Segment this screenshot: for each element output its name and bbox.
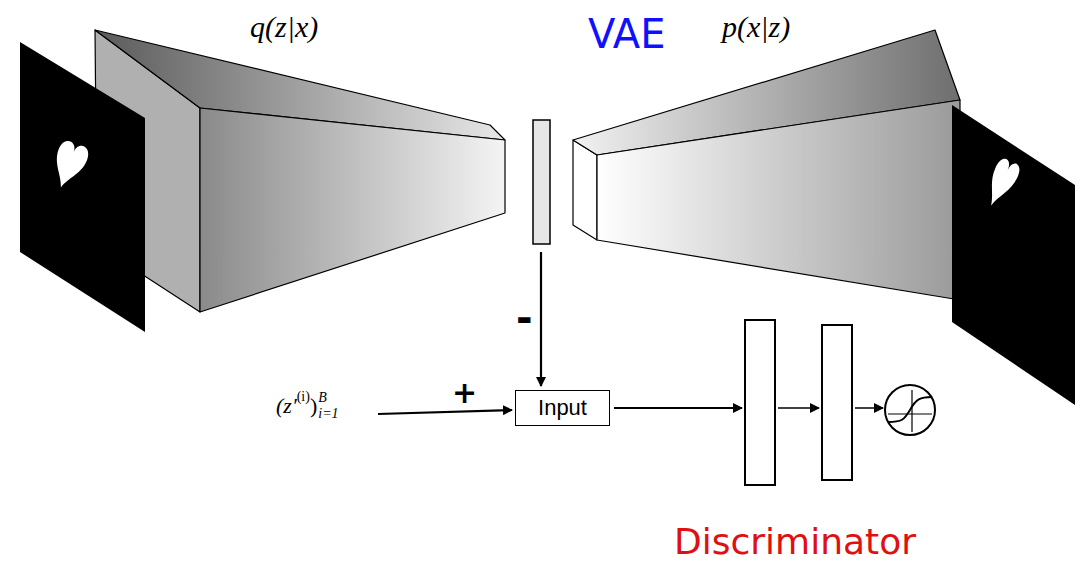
formula-base: (z′	[276, 395, 297, 417]
input-box: Input	[515, 390, 610, 426]
formula-superscript: (i)	[297, 390, 310, 404]
box-label: Input	[538, 395, 587, 421]
prior-sample-formula: (z′(i))Bi=1	[276, 390, 339, 422]
arrows	[378, 252, 883, 414]
vae-title: VAE	[588, 14, 665, 54]
encoder-label: q(z|x)	[250, 12, 318, 42]
decoder-label: p(x|z)	[722, 12, 790, 42]
discriminator-title: Discriminator	[674, 524, 916, 560]
formula-paren: )	[310, 395, 317, 417]
sign-plus: +	[452, 378, 477, 408]
formula-upper-limit: B	[318, 390, 338, 406]
sigmoid-symbol	[885, 385, 935, 435]
encoder-shape	[95, 30, 505, 312]
formula-limits: Bi=1	[318, 390, 338, 422]
output-image	[952, 105, 1075, 405]
latent-bar	[533, 120, 550, 244]
discriminator-layer	[745, 320, 775, 485]
formula-lower-limit: i=1	[318, 406, 338, 422]
decoder-shape	[573, 30, 960, 300]
discriminator-layer	[822, 325, 852, 480]
sign-minus: -	[516, 298, 533, 338]
input-image	[20, 42, 145, 332]
